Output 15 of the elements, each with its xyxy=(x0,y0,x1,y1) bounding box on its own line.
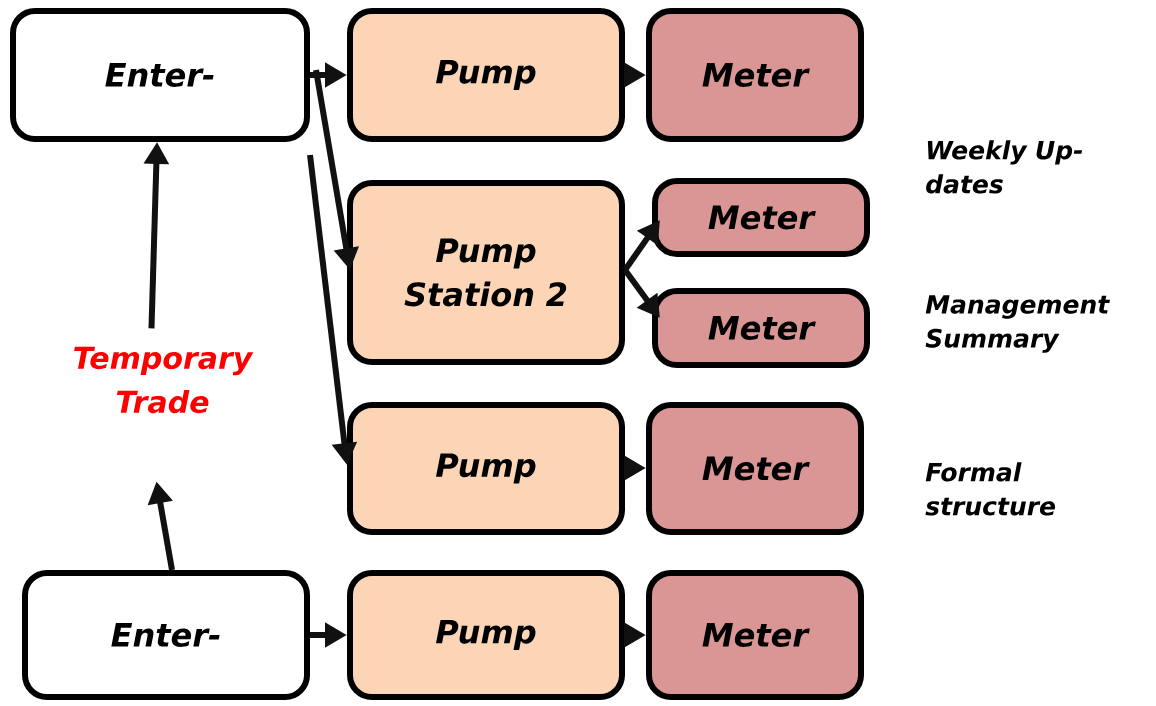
pump-box: Pump Station 2 xyxy=(347,180,625,365)
side-note: Management Summary xyxy=(925,295,1110,353)
trade-label: Temporary Trade xyxy=(74,346,254,414)
pump-box: Pump xyxy=(347,8,625,142)
side-note: Formal structure xyxy=(925,462,1056,516)
meter-box: Meter xyxy=(652,178,870,257)
entity-box: Enter- xyxy=(22,570,310,700)
entity-box: Enter- xyxy=(10,8,310,142)
pump-box: Pump xyxy=(347,570,625,700)
pump-box: Pump xyxy=(347,402,625,535)
side-note: Weekly Up-dates xyxy=(926,140,1083,194)
meter-box: Meter xyxy=(646,8,864,142)
meter-box: Meter xyxy=(652,288,870,368)
meter-box: Meter xyxy=(646,402,864,535)
meter-box: Meter xyxy=(646,570,864,700)
